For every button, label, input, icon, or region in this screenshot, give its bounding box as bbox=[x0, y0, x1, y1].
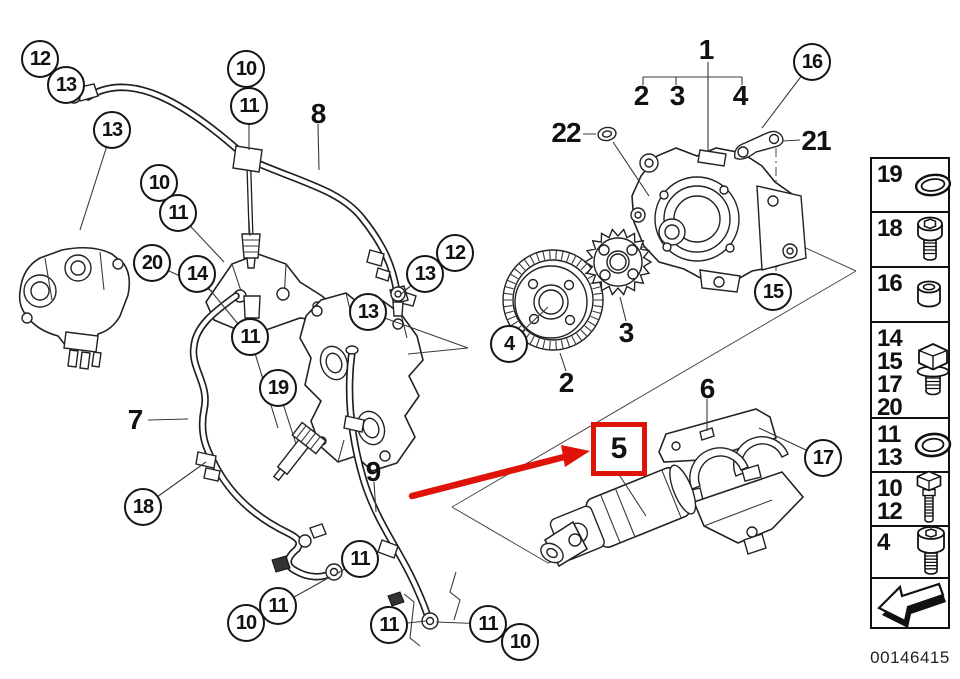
hex-bolt-icon bbox=[910, 323, 956, 417]
part-callout-1[interactable]: 1 bbox=[698, 34, 715, 65]
part-callout-3[interactable]: 3 bbox=[618, 317, 635, 348]
part-callout-7[interactable]: 7 bbox=[127, 404, 144, 435]
red-annotation-arrow bbox=[408, 445, 590, 500]
part-callout-16[interactable]: 16 bbox=[793, 43, 831, 81]
part-callout-2[interactable]: 2 bbox=[633, 80, 650, 111]
cap-screw-icon bbox=[910, 526, 952, 577]
diagram-id-label: 00146415 bbox=[870, 648, 950, 667]
hose-lines bbox=[67, 83, 439, 630]
sealing-ring-icon bbox=[910, 419, 956, 471]
legend-row-16[interactable]: 16 bbox=[872, 268, 948, 323]
sleeve-bushing-icon bbox=[910, 268, 948, 321]
part-callout-19[interactable]: 19 bbox=[259, 369, 297, 407]
part-callout-11[interactable]: 11 bbox=[341, 540, 379, 578]
part-callout-4[interactable]: 4 bbox=[732, 80, 749, 111]
legend-row-numbers: 18 bbox=[877, 215, 903, 242]
part-callout-6[interactable]: 6 bbox=[699, 373, 716, 404]
part-callout-12[interactable]: 12 bbox=[21, 40, 59, 78]
part-callout-13[interactable]: 13 bbox=[406, 255, 444, 293]
part-callout-22[interactable]: 22 bbox=[551, 117, 581, 148]
hex-bolt-long-icon bbox=[910, 470, 948, 525]
part-callout-11[interactable]: 11 bbox=[159, 194, 197, 232]
part-callout-10[interactable]: 10 bbox=[140, 164, 178, 202]
part-callout-17[interactable]: 17 bbox=[804, 439, 842, 477]
part-callout-11[interactable]: 11 bbox=[230, 87, 268, 125]
part-callout-13[interactable]: 13 bbox=[349, 293, 387, 331]
part-callout-2[interactable]: 2 bbox=[558, 367, 575, 398]
part-callout-11[interactable]: 11 bbox=[231, 318, 269, 356]
sensor-part bbox=[272, 421, 327, 482]
part-callout-13[interactable]: 13 bbox=[47, 66, 85, 104]
o-ring-icon bbox=[910, 159, 956, 211]
retainer-bracket-part bbox=[734, 130, 784, 160]
part-callout-10[interactable]: 10 bbox=[227, 604, 265, 642]
washer-part bbox=[597, 126, 617, 142]
vanos-solenoid-part bbox=[540, 464, 697, 568]
part-callout-11[interactable]: 11 bbox=[370, 606, 408, 644]
part-callout-3[interactable]: 3 bbox=[669, 80, 686, 111]
legend-row-numbers: 16 bbox=[877, 270, 903, 297]
socket-head-bolt-icon bbox=[910, 213, 950, 266]
direction-arrow-icon bbox=[872, 579, 948, 628]
legend-row-19[interactable]: 19 bbox=[872, 159, 952, 213]
highlighted-part-callout-5[interactable]: 5 bbox=[591, 422, 647, 476]
part-callout-20[interactable]: 20 bbox=[133, 244, 171, 282]
timing-gear-part bbox=[502, 249, 604, 351]
sprocket-part bbox=[583, 228, 653, 296]
part-callout-13[interactable]: 13 bbox=[93, 111, 131, 149]
pressure-pump-part bbox=[18, 246, 131, 370]
part-callout-9[interactable]: 9 bbox=[365, 456, 382, 487]
part-callout-15[interactable]: 15 bbox=[754, 273, 792, 311]
part-callout-10[interactable]: 10 bbox=[501, 623, 539, 661]
legend-row-arrow[interactable] bbox=[872, 579, 948, 628]
part-callout-18[interactable]: 18 bbox=[124, 488, 162, 526]
part-callout-10[interactable]: 10 bbox=[227, 50, 265, 88]
part-callout-11[interactable]: 11 bbox=[469, 605, 507, 643]
legend-row-18[interactable]: 18 bbox=[872, 213, 948, 268]
oil-pump-assembly-part bbox=[630, 147, 807, 293]
part-callout-21[interactable]: 21 bbox=[801, 125, 831, 156]
part-callout-8[interactable]: 8 bbox=[310, 98, 327, 129]
part-callout-11[interactable]: 11 bbox=[259, 587, 297, 625]
part-callout-4[interactable]: 4 bbox=[490, 325, 528, 363]
legend-row-numbers: 19 bbox=[877, 161, 903, 188]
part-callout-14[interactable]: 14 bbox=[178, 255, 216, 293]
legend-row-numbers: 4 bbox=[877, 529, 890, 556]
legend-row-4[interactable]: 4 bbox=[872, 526, 948, 579]
